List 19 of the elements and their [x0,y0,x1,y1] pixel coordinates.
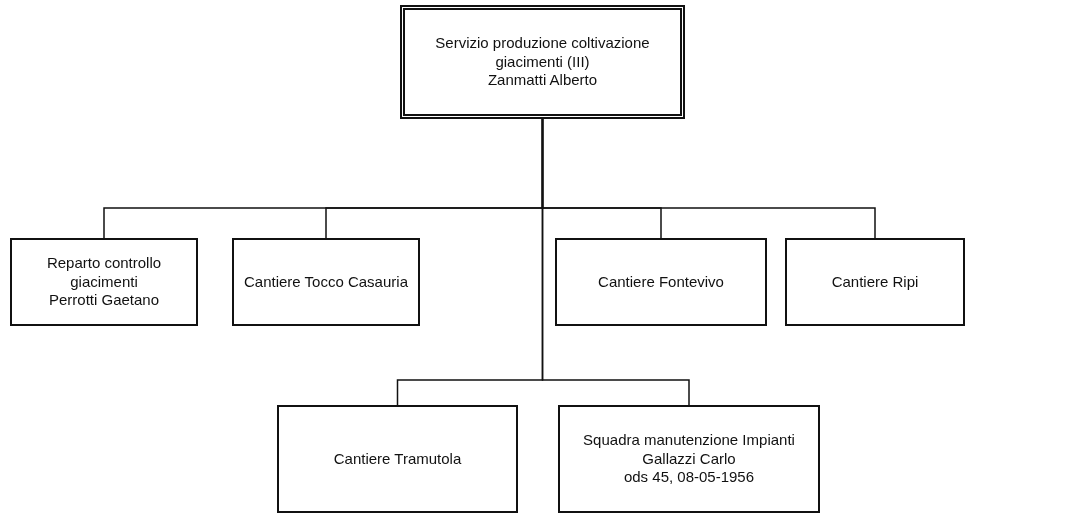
org-unit-box [558,405,820,513]
unit-label: Cantiere Tocco Casauria [244,272,408,292]
unit-label: ods 45, 08-05-1956 [623,468,755,488]
unit-label: Squadra manutenzione Impianti [583,430,795,450]
unit-label: Gallazzi Carlo [642,449,736,469]
unit-label: Cantiere Tramutola [333,449,462,469]
unit-label: Perrotti Gaetano [48,291,160,311]
unit-label: Servizio produzione coltivazione giacimenti (III) [434,33,651,72]
org-unit-box [555,238,767,326]
unit-label: Zanmatti Alberto [487,71,598,91]
org-unit-box [785,238,965,326]
org-unit-box [10,238,198,326]
connector-line [541,118,690,406]
org-unit-box [277,405,518,513]
org-unit-box [400,5,685,119]
unit-label: Cantiere Fontevivo [598,272,724,292]
unit-label: Cantiere Ripi [831,272,919,292]
unit-label: Reparto controllo giacimenti [45,253,163,292]
org-unit-box [232,238,420,326]
